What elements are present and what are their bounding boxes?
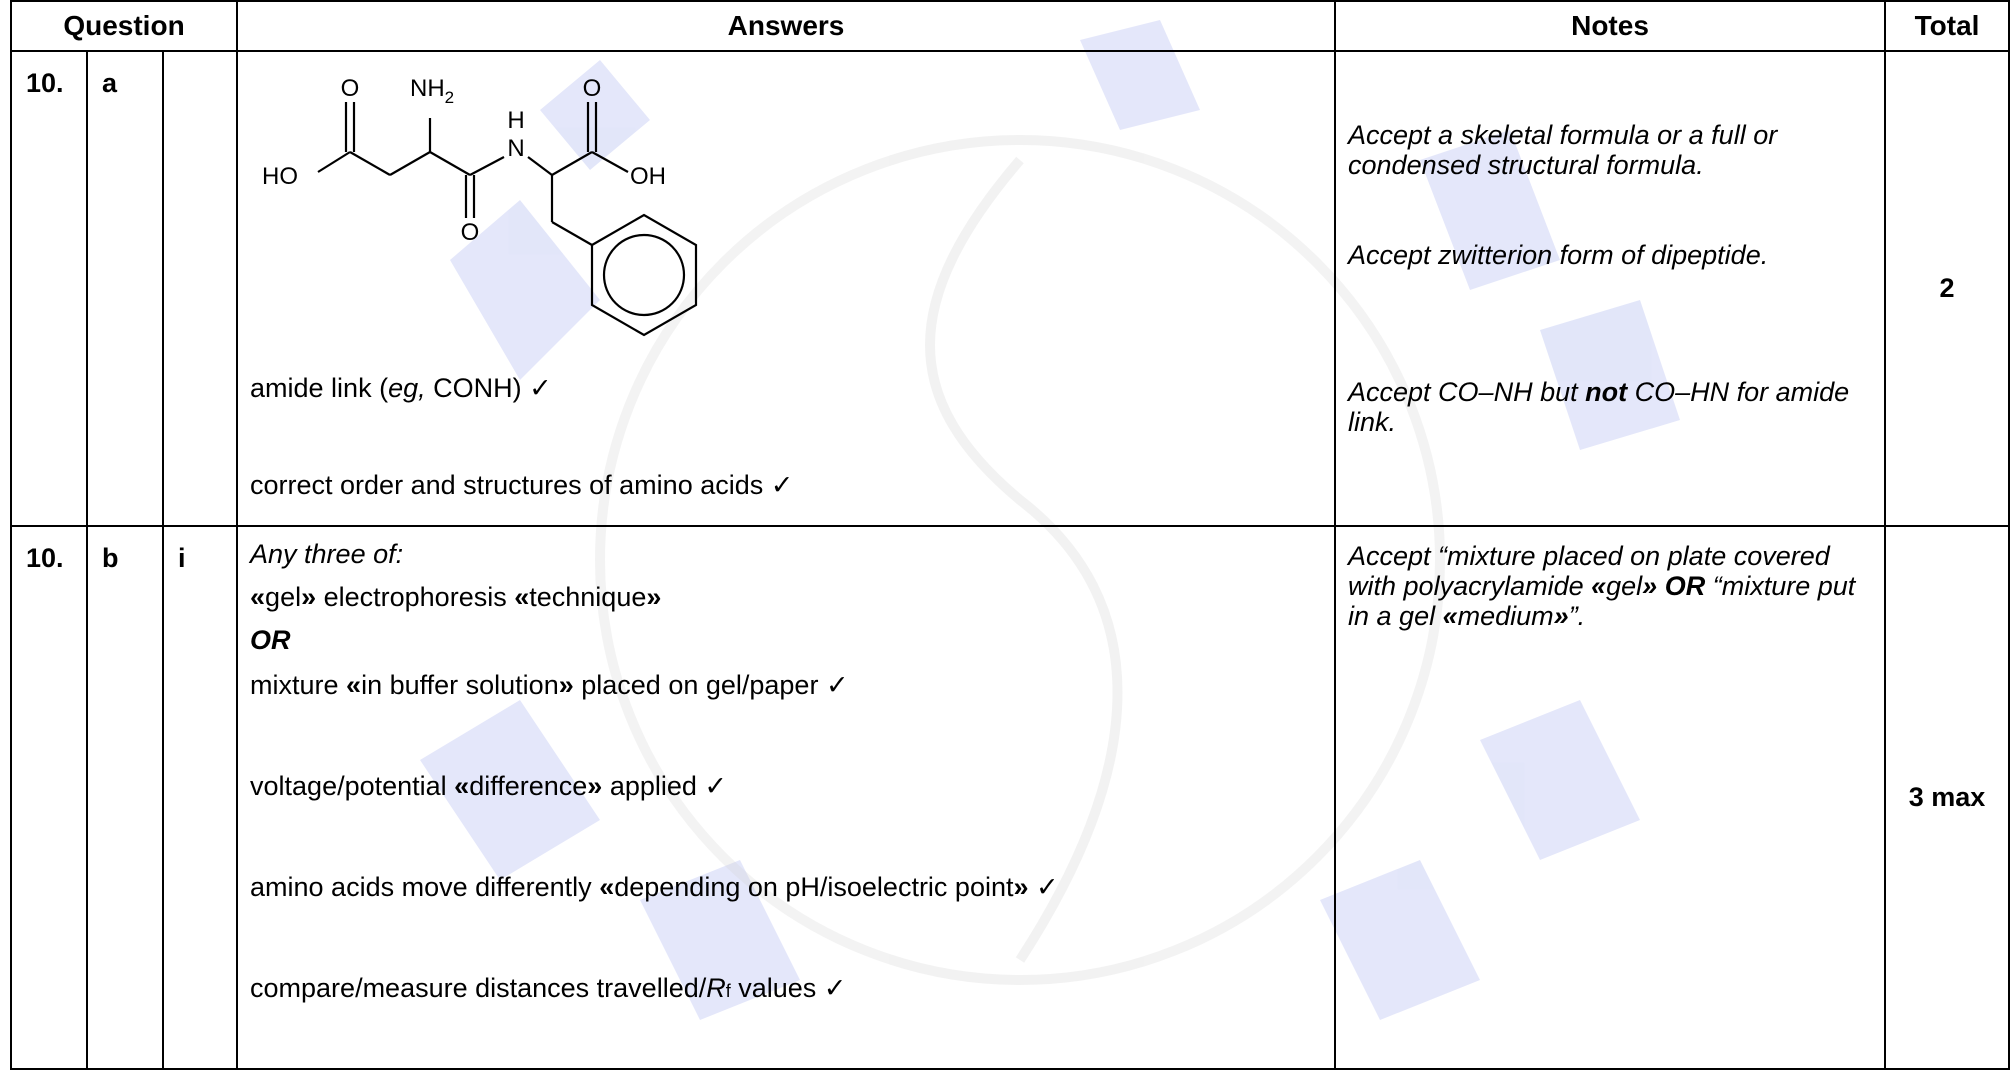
question-number: 10. xyxy=(10,525,88,1070)
header-notes: Notes xyxy=(1334,0,1887,52)
question-subpart xyxy=(161,50,239,527)
answer-line: compare/measure distances travelled/Rf v… xyxy=(250,973,847,1003)
answer-line: amide link (eg, CONH) ✓ xyxy=(250,373,552,403)
note-text: Accept “mixture placed on plate covered … xyxy=(1348,541,1856,632)
answer-line: «gel» electrophoresis «technique» xyxy=(250,582,662,612)
answer-cell: O NH2 O H N HO O OH amide link (eg, CONH… xyxy=(236,50,1337,527)
total-mark: 3 max xyxy=(1884,525,2011,1070)
atom-label: N xyxy=(507,135,524,162)
answer-line: voltage/potential «difference» applied ✓ xyxy=(250,771,728,801)
atom-label: O xyxy=(461,219,480,246)
answer-cell: Any three of: «gel» electrophoresis «tec… xyxy=(236,525,1337,1070)
table-row: 10. b i Any three of: «gel» electrophore… xyxy=(10,525,2011,1070)
table-row: 10. a xyxy=(10,50,2011,527)
question-number: 10. xyxy=(10,50,88,527)
answer-line: amino acids move differently «depending … xyxy=(250,872,1059,902)
atom-label: NH2 xyxy=(410,75,454,107)
atom-label: O xyxy=(341,75,360,102)
note-text: Accept CO–NH but not CO–HN for amide lin… xyxy=(1348,376,1850,437)
notes-cell: Accept a skeletal formula or a full or c… xyxy=(1334,50,1887,527)
header-question: Question xyxy=(9,0,239,52)
dipeptide-structure: O NH2 O H N HO O OH xyxy=(262,75,698,337)
atom-label: O xyxy=(583,75,602,102)
answer-intro: Any three of: xyxy=(250,539,404,569)
total-mark: 2 xyxy=(1884,50,2011,527)
atom-label: OH xyxy=(630,163,666,190)
note-text: Accept zwitterion form of dipeptide. xyxy=(1348,240,1769,271)
notes-cell: Accept “mixture placed on plate covered … xyxy=(1334,525,1887,1070)
note-text: Accept a skeletal formula or a full or c… xyxy=(1348,120,1778,181)
atom-label: H xyxy=(507,107,524,134)
question-part: a xyxy=(86,50,164,527)
question-part: b xyxy=(86,525,164,1070)
answer-line: mixture «in buffer solution» placed on g… xyxy=(250,670,849,700)
header-row: Question Answers Notes Total xyxy=(9,0,2011,52)
atom-label: HO xyxy=(262,163,298,190)
header-total: Total xyxy=(1884,0,2011,52)
markscheme-table: Question Answers Notes Total 10. a xyxy=(9,0,2011,1070)
answer-line: correct order and structures of amino ac… xyxy=(250,470,794,500)
answer-or: OR xyxy=(250,625,291,655)
header-answers: Answers xyxy=(236,0,1337,52)
question-subpart: i xyxy=(161,525,239,1070)
